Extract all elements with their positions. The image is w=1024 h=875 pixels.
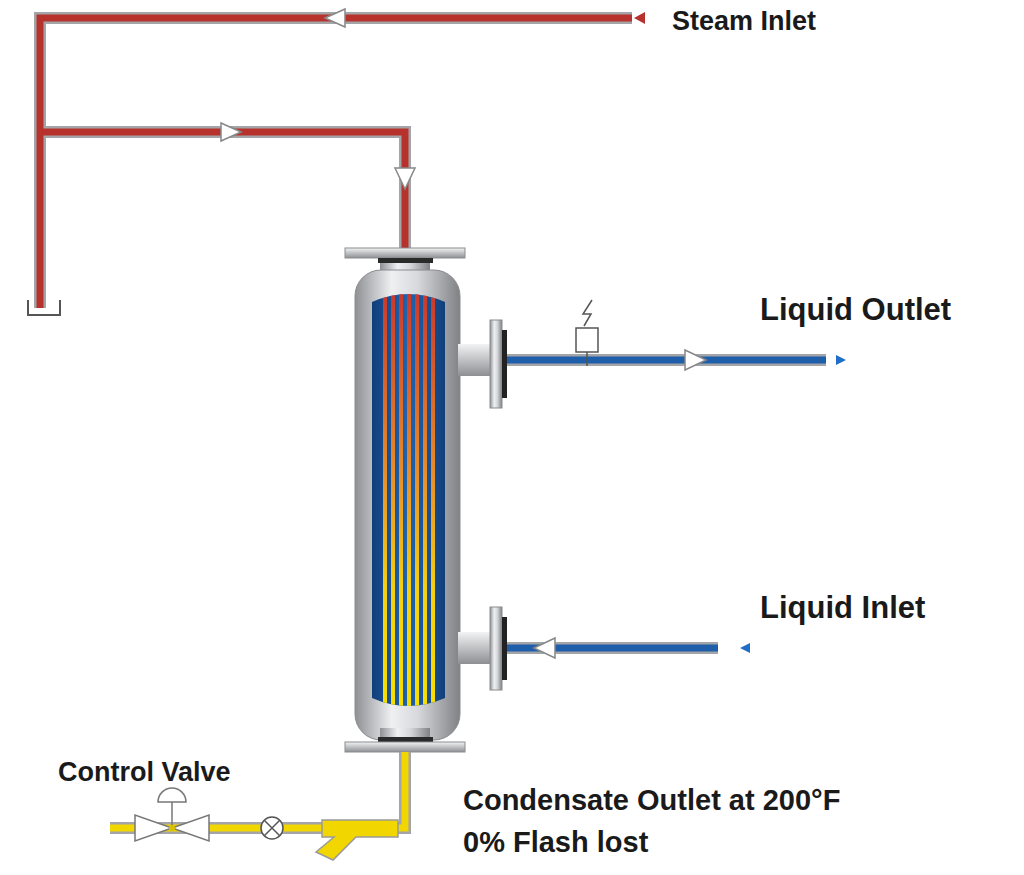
sight-glass-cross <box>264 820 280 836</box>
sight-glass <box>261 817 283 839</box>
flow-arrow <box>534 638 555 658</box>
condition-note: 0% Flash lost <box>463 826 648 859</box>
gasket <box>378 737 433 742</box>
condition-note: Condensate Outlet at 200°F <box>463 784 840 817</box>
tube <box>431 280 435 720</box>
flow-arrow <box>221 123 241 141</box>
flow-arrow <box>325 9 345 27</box>
sensor-box <box>576 328 598 352</box>
tube <box>407 280 411 720</box>
pipe-label: Liquid Inlet <box>760 590 925 626</box>
tube <box>391 280 395 720</box>
top-flange <box>345 248 465 258</box>
steam-pipe-casing <box>40 18 632 308</box>
sensor-stem <box>586 352 588 366</box>
shell-body <box>355 270 460 740</box>
gasket <box>378 258 433 263</box>
flow-arrow <box>395 168 415 189</box>
gasket <box>502 330 507 398</box>
signal-bolt <box>583 300 592 326</box>
pipe-label: Steam Inlet <box>672 6 816 37</box>
tube <box>399 280 403 720</box>
flow-arrow <box>685 350 706 370</box>
pipe-label: Liquid Outlet <box>760 292 951 328</box>
tube <box>415 280 419 720</box>
liquid-inlet-pipe <box>458 607 750 690</box>
valve-body <box>135 815 172 841</box>
steam-pipe <box>28 9 645 315</box>
bottom-flange <box>345 742 465 752</box>
drain-cap <box>28 300 60 315</box>
nozzle-flange <box>490 607 502 690</box>
valve-label: Control Valve <box>58 757 231 788</box>
y-strainer <box>316 820 398 860</box>
nozzle <box>458 632 491 664</box>
nozzle-flange <box>490 320 502 408</box>
tube <box>383 280 387 720</box>
tube <box>423 280 427 720</box>
inlet-marker <box>634 12 645 24</box>
pipe-casing <box>507 354 826 366</box>
gasket <box>502 617 507 680</box>
valve-actuator <box>158 788 186 802</box>
exchanger-shell <box>345 248 465 752</box>
nozzle <box>458 344 491 376</box>
tube-bundle <box>383 280 435 720</box>
pipe-core <box>507 357 826 364</box>
valve-body <box>172 815 209 841</box>
steam-pipe-core <box>40 18 632 308</box>
valve-center <box>169 825 175 831</box>
inlet-marker <box>740 643 750 653</box>
valve-stem <box>171 802 173 828</box>
outlet-marker <box>836 355 846 365</box>
